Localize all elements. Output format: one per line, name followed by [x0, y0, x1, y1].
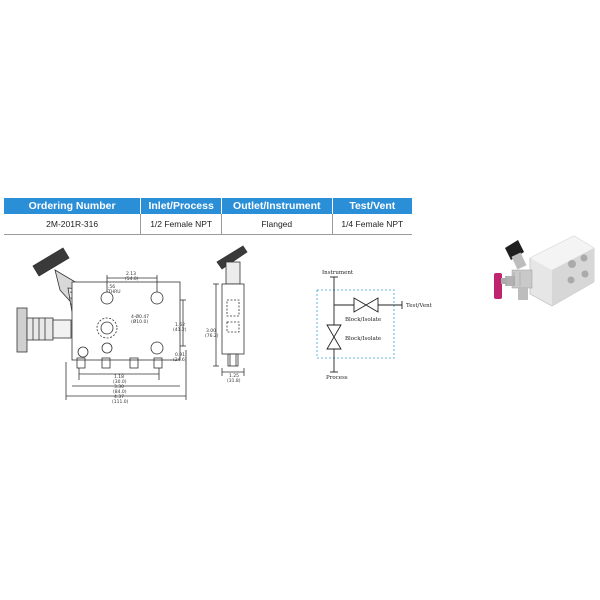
manifold-body-front	[71, 281, 181, 361]
inlet-valve-handle	[16, 307, 28, 353]
inlet-valve-bonnet	[26, 317, 54, 341]
cell-test-vent: 1/4 Female NPT	[332, 214, 412, 235]
dim-hole-callout: 4-Ø0.47	[131, 313, 149, 320]
dim-hole-callout-mm: (Ø10.0)	[131, 318, 148, 325]
dim-right-height-mm: (41.2)	[173, 327, 187, 333]
col-test-vent: Test/Vent	[332, 198, 412, 214]
dim-bolt-hole: .56	[108, 284, 115, 290]
side-view-drawing	[213, 245, 248, 376]
col-inlet-process: Inlet/Process	[140, 198, 222, 214]
dim-side-width-mm: (31.8)	[227, 378, 241, 384]
dim-right-height: 1.62	[175, 322, 185, 328]
dim-bottom-3-mm: (111.0)	[112, 399, 129, 405]
block-valve-horizontal-icon	[353, 297, 379, 313]
dim-top-width: 2.13	[126, 271, 136, 277]
schematic-instrument-label: Instrument	[322, 270, 354, 276]
table-row: 2M-201R-316 1/2 Female NPT Flanged 1/4 F…	[4, 214, 412, 235]
schematic-process-label: Process	[326, 375, 348, 381]
block-valve-vertical-icon	[326, 324, 342, 350]
product-render	[494, 235, 595, 307]
dim-right-lower-mm: (24.6)	[173, 357, 187, 363]
col-outlet-instrument: Outlet/Instrument	[221, 198, 333, 214]
dim-side-height-mm: (76.2)	[205, 333, 219, 339]
dim-bottom-2-mm: (84.0)	[113, 389, 127, 395]
block-valve-handle-magenta	[494, 273, 502, 299]
flow-schematic: Instrument Test/Vent Block/Isolate Block…	[316, 270, 433, 381]
dim-side-width: 1.25	[229, 373, 239, 379]
dim-bottom-1: 1.18	[114, 374, 124, 380]
dim-bottom-3: 4.37	[114, 394, 124, 400]
dim-bottom-2: 3.30	[114, 384, 124, 390]
table-header-row: Ordering Number Inlet/Process Outlet/Ins…	[4, 198, 412, 214]
schematic-border	[316, 289, 395, 359]
dim-top-width-mm: (54.0)	[125, 276, 139, 282]
cell-outlet-instrument: Flanged	[221, 214, 333, 235]
dim-right-lower: 0.91	[175, 352, 185, 358]
schematic-block-isolate-2: Block/Isolate	[345, 336, 381, 342]
dim-side-height: 3.00	[206, 328, 216, 334]
cell-inlet-process: 1/2 Female NPT	[140, 214, 222, 235]
vent-handle-knob	[505, 240, 524, 260]
schematic-test-vent-label: Test/Vent	[406, 303, 433, 309]
dim-bolt-hole-sub: THRU	[107, 289, 121, 295]
col-ordering-number: Ordering Number	[4, 198, 142, 214]
cell-ordering-number: 2M-201R-316	[4, 214, 142, 235]
ordering-table: Ordering Number Inlet/Process Outlet/Ins…	[4, 198, 412, 235]
schematic-block-isolate-1: Block/Isolate	[345, 317, 381, 323]
dim-bottom-1-mm: (30.0)	[113, 379, 127, 385]
